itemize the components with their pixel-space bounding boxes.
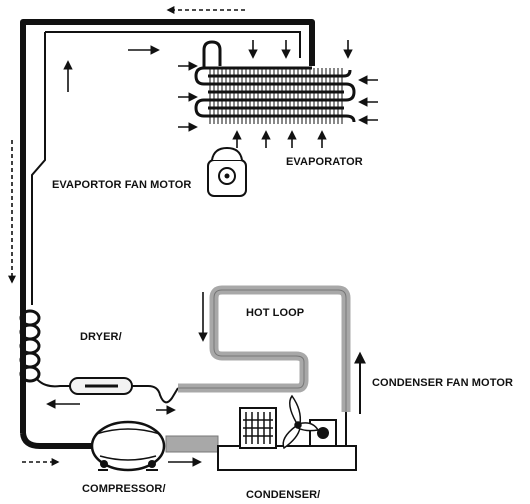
capillary-tube-down — [31, 32, 46, 305]
label-evaporator: EVAPORATOR — [286, 156, 363, 168]
label-hot-loop: HOT LOOP — [246, 307, 304, 319]
flow-arrow-icon — [8, 6, 378, 467]
evaporator-coil — [194, 40, 356, 124]
label-dryer: DRYER/ — [80, 331, 122, 343]
dryer-tube — [35, 377, 70, 388]
condenser — [217, 407, 357, 471]
discharge-pipe — [165, 435, 219, 453]
evaporator-fan-motor — [207, 146, 247, 197]
return-line-pipe — [20, 432, 105, 449]
label-compressor: COMPRESSOR/ — [82, 483, 166, 495]
hot-loop-pipe-outline — [178, 289, 347, 412]
label-evaporator-fan-motor: EVAPORTOR FAN MOTOR — [52, 179, 191, 191]
suction-line-pipe — [20, 19, 315, 433]
label-condenser: CONDENSER/ — [246, 489, 320, 501]
motor-icon — [224, 173, 230, 179]
fan-icon — [282, 394, 320, 450]
label-condenser-fan-motor: CONDENSER FAN MOTOR — [372, 377, 513, 389]
compressor — [90, 420, 166, 472]
dryer-filter — [69, 377, 179, 404]
capillary-tube — [45, 31, 301, 58]
dryer-coil — [19, 309, 41, 383]
